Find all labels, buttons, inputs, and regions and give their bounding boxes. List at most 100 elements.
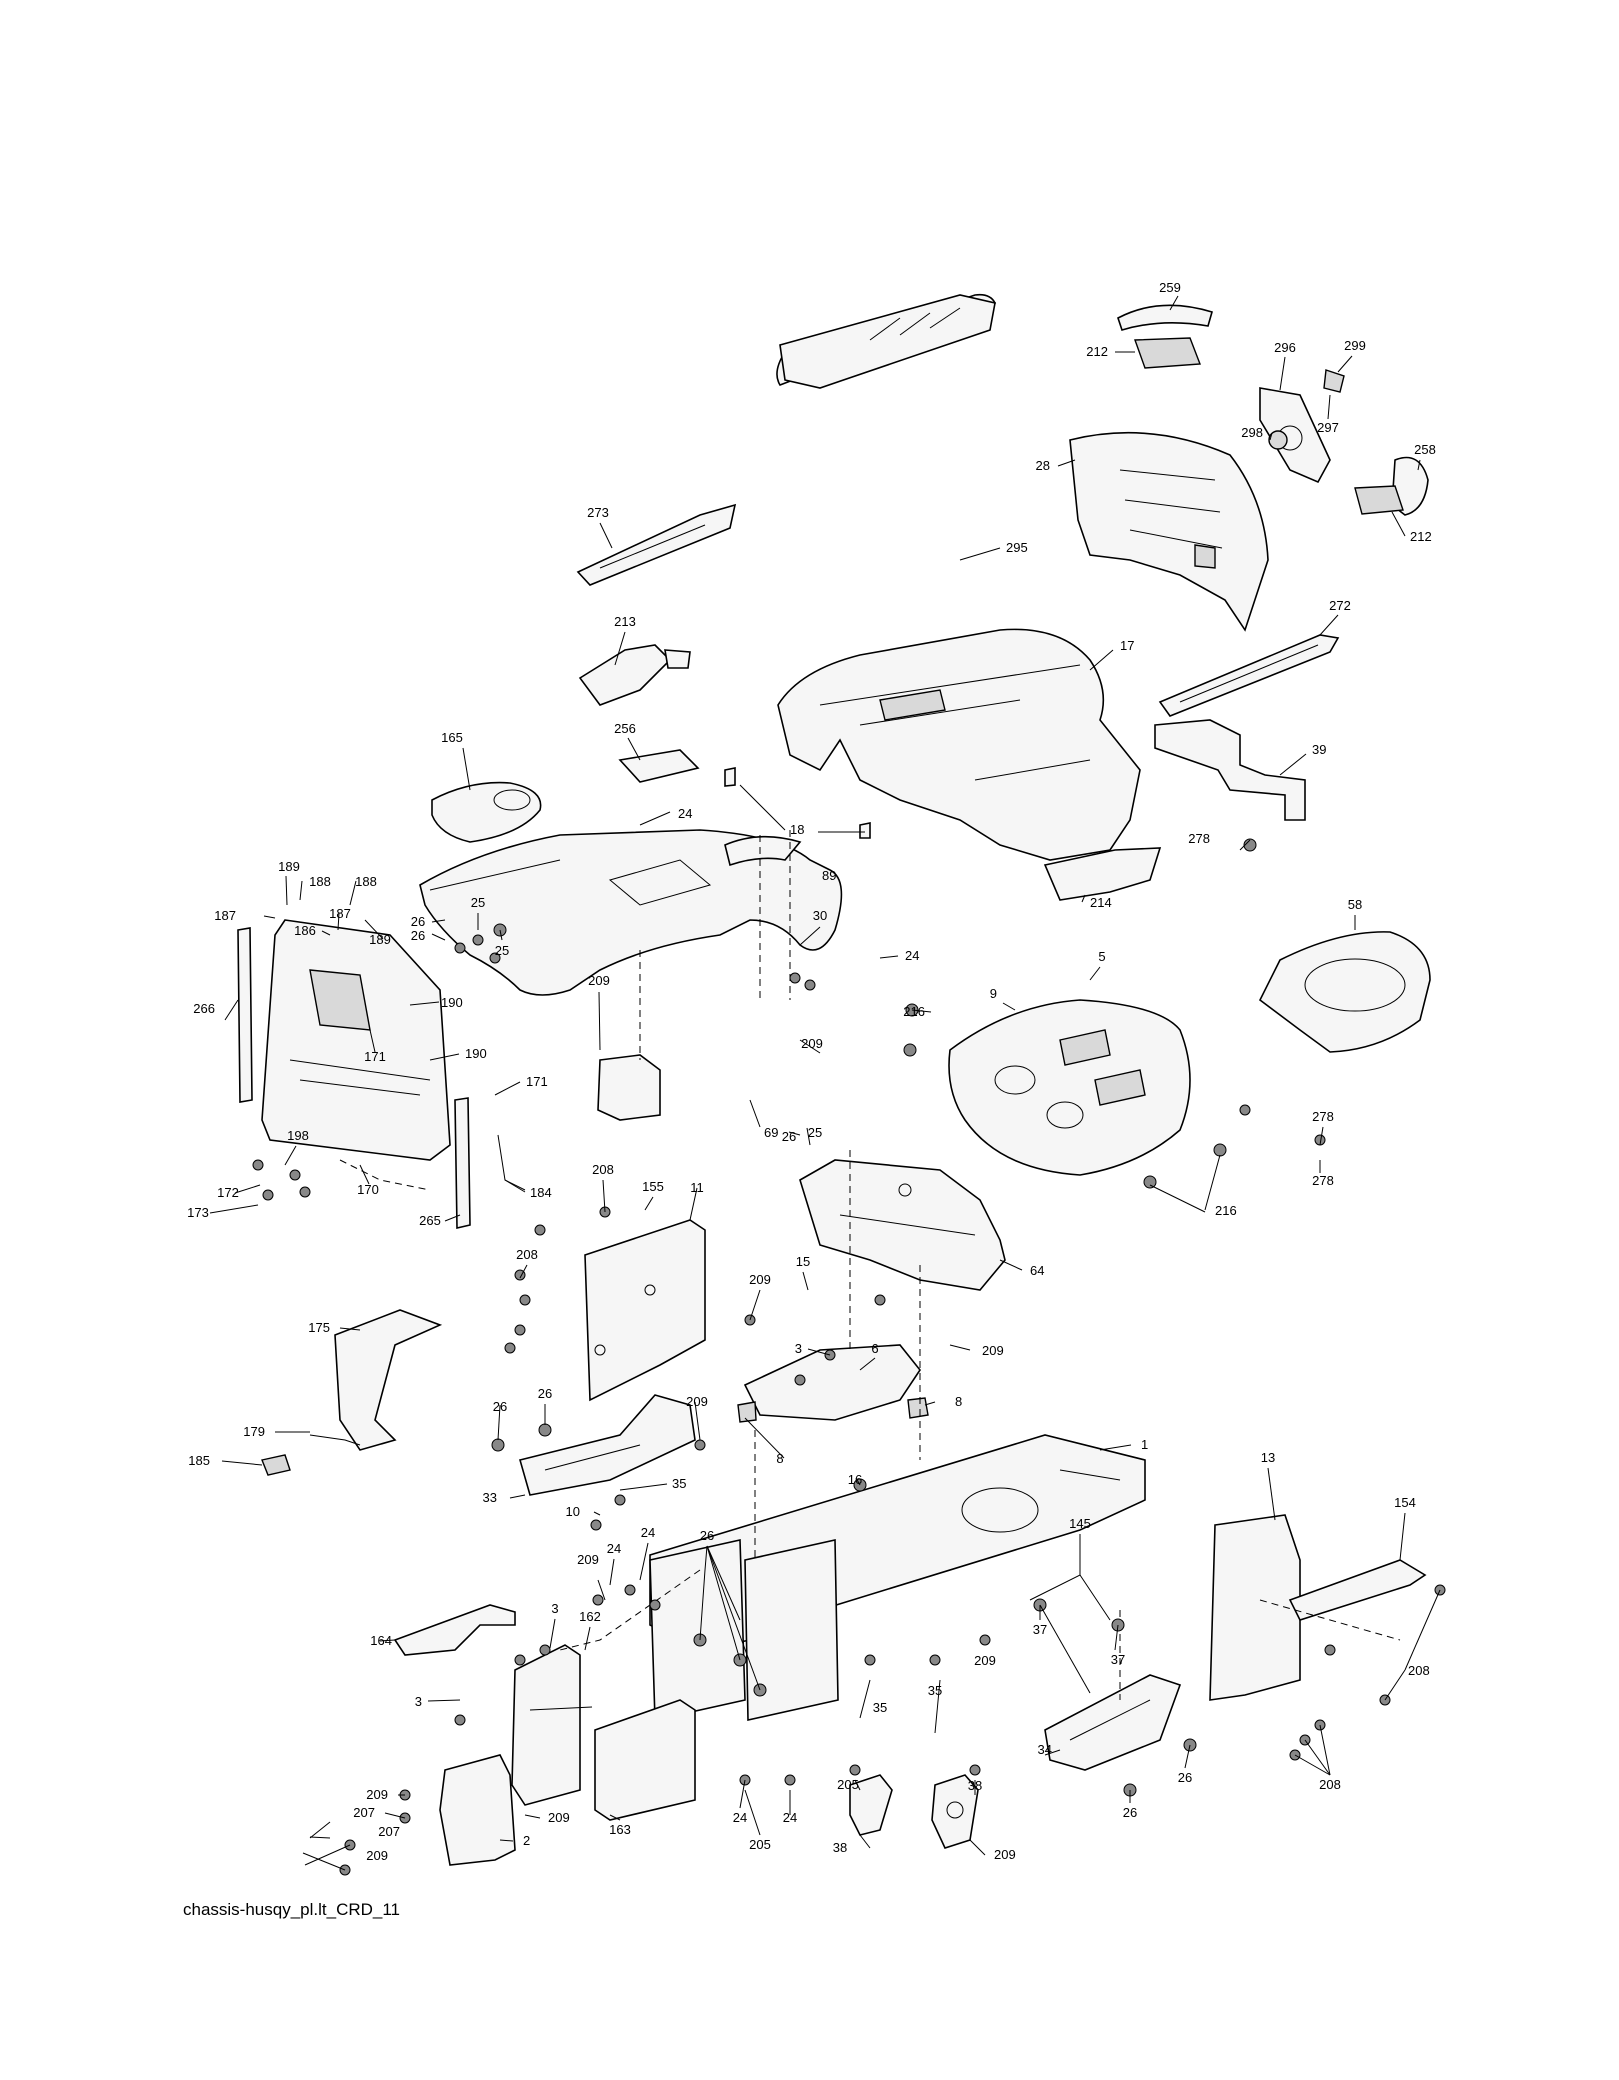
callout-label: 34 xyxy=(1038,1742,1052,1757)
shield-175 xyxy=(334,1309,443,1451)
callout-label: 17 xyxy=(1120,638,1134,653)
bumper-214 xyxy=(1043,847,1162,901)
callout-label: 265 xyxy=(419,1213,441,1228)
callout-label: 173 xyxy=(187,1205,209,1220)
callout-label: 162 xyxy=(579,1609,601,1624)
callout-label: 25 xyxy=(471,895,485,910)
callout-label: 212 xyxy=(1086,344,1108,359)
link-154 xyxy=(1288,1559,1427,1621)
bracket-2 xyxy=(439,1754,516,1866)
callout-label: 190 xyxy=(441,995,463,1010)
callout-label: 209 xyxy=(577,1552,599,1567)
callout-label: 296 xyxy=(1274,340,1296,355)
callout-label: 184 xyxy=(530,1185,552,1200)
callout-label: 18 xyxy=(790,822,804,837)
battery-cover-256 xyxy=(618,749,700,783)
bulb-299 xyxy=(1323,369,1345,393)
callout-label: 278 xyxy=(1188,831,1210,846)
callout-label: 24 xyxy=(641,1525,655,1540)
callout-label: 145 xyxy=(1069,1516,1091,1531)
foam-block-212-upper xyxy=(1134,337,1201,369)
callout-label: 26 xyxy=(700,1528,714,1543)
callout-label: 207 xyxy=(353,1805,375,1820)
callout-label: 24 xyxy=(905,948,919,963)
callout-label: 39 xyxy=(1312,742,1326,757)
callout-label: 185 xyxy=(188,1453,210,1468)
callout-label: 198 xyxy=(287,1128,309,1143)
panel-11 xyxy=(584,1219,706,1402)
knob-185 xyxy=(261,1454,291,1476)
plate-6 xyxy=(743,1344,921,1421)
callout-label: 208 xyxy=(516,1247,538,1262)
callout-label: 208 xyxy=(592,1162,614,1177)
callout-label: 3 xyxy=(551,1601,558,1616)
callout-label: 187 xyxy=(214,908,236,923)
callout-label: 209 xyxy=(366,1787,388,1802)
handle-179 xyxy=(309,1434,361,1446)
callout-label: 216 xyxy=(903,1004,925,1019)
callout-label: 38 xyxy=(833,1840,847,1855)
clip-8-left xyxy=(737,1401,757,1423)
callout-label: 179 xyxy=(243,1424,265,1439)
grille-strip-273 xyxy=(576,503,737,586)
callout-label: 186 xyxy=(294,923,316,938)
callout-label: 11 xyxy=(690,1180,704,1195)
frame-rail-left xyxy=(649,1539,746,1721)
callout-label: 35 xyxy=(672,1476,686,1491)
hood-side-panel-28 xyxy=(1069,431,1269,632)
callout-label: 207 xyxy=(378,1824,400,1839)
callout-label: 26 xyxy=(493,1399,507,1414)
grille-insert-295 xyxy=(776,293,997,389)
plate-162 xyxy=(511,1644,581,1806)
rod-184 xyxy=(497,1134,526,1191)
callout-label: 209 xyxy=(588,973,610,988)
callout-label: 216 xyxy=(1215,1203,1237,1218)
callout-label: 188 xyxy=(355,874,377,889)
callout-label: 278 xyxy=(1312,1173,1334,1188)
callout-label: 37 xyxy=(1033,1622,1047,1637)
callout-label: 299 xyxy=(1344,338,1366,353)
callout-label: 278 xyxy=(1312,1109,1334,1124)
tray-58 xyxy=(1258,931,1431,1053)
callout-label: 8 xyxy=(955,1394,962,1409)
callout-label: 6 xyxy=(871,1341,878,1356)
leader-lines xyxy=(209,295,1441,1871)
callout-label: 30 xyxy=(813,908,827,923)
callout-label: 24 xyxy=(783,1810,797,1825)
side-plate-13 xyxy=(1209,1514,1301,1701)
callout-label: 172 xyxy=(217,1185,239,1200)
callout-label: 171 xyxy=(526,1074,548,1089)
callout-label: 1 xyxy=(1141,1437,1148,1452)
callout-label: 189 xyxy=(278,859,300,874)
callout-label: 10 xyxy=(566,1504,580,1519)
footrest-33 xyxy=(519,1394,696,1496)
knob-18 xyxy=(724,767,871,839)
callout-label: 8 xyxy=(776,1451,783,1466)
frame-rail-right xyxy=(744,1539,839,1721)
dashboard-9 xyxy=(948,999,1191,1176)
callout-label: 208 xyxy=(1408,1663,1430,1678)
hood-17 xyxy=(777,628,1141,861)
footrest-34 xyxy=(1044,1674,1182,1771)
callout-label: 64 xyxy=(1030,1263,1044,1278)
callout-label: 58 xyxy=(1348,897,1362,912)
side-grille-272 xyxy=(1158,634,1340,717)
callout-label: 26 xyxy=(1178,1770,1192,1785)
callout-label: 33 xyxy=(483,1490,497,1505)
callout-label: 259 xyxy=(1159,280,1181,295)
callout-label: 209 xyxy=(749,1272,771,1287)
callout-label: 26 xyxy=(1123,1805,1137,1820)
callout-label: 38 xyxy=(968,1778,982,1793)
callout-label: 209 xyxy=(801,1036,823,1051)
callout-label: 163 xyxy=(609,1822,631,1837)
callout-label: 2 xyxy=(523,1833,530,1848)
dash-plate-213 xyxy=(578,644,691,706)
callout-label: 26 xyxy=(782,1129,796,1144)
callout-label: 214 xyxy=(1090,895,1112,910)
fender-30 xyxy=(419,829,843,996)
callout-label: 273 xyxy=(587,505,609,520)
callout-label: 171 xyxy=(364,1049,386,1064)
bracket-38-left xyxy=(849,1774,893,1836)
callout-label: 154 xyxy=(1394,1495,1416,1510)
